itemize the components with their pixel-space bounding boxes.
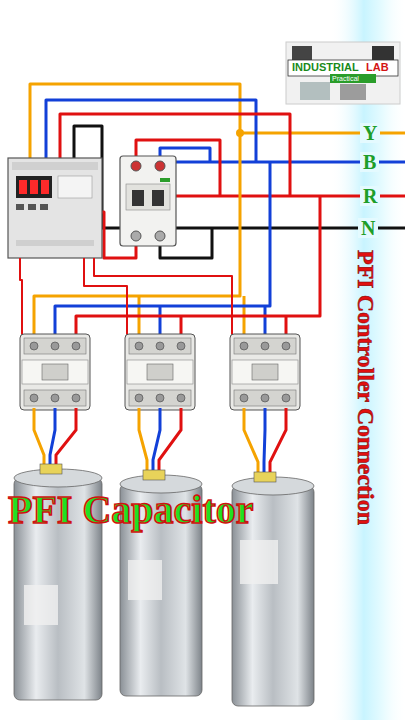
phase-label: N <box>358 218 378 238</box>
logo-text: INDUSTRIAL <box>292 62 359 73</box>
phase-label: Y <box>360 123 380 143</box>
glow-strip <box>330 0 405 720</box>
phase-label: R <box>360 186 380 206</box>
contactor-bus <box>20 133 320 368</box>
contactor <box>20 334 90 410</box>
pfi-controller <box>8 158 102 258</box>
contactor <box>125 334 195 410</box>
logo <box>286 42 400 104</box>
capacitor-label: PFI Capacitor <box>8 490 254 530</box>
capacitor-wires <box>34 408 286 476</box>
phase-label: B <box>360 152 379 172</box>
logo-text: LAB <box>366 62 389 73</box>
diagram-title: PFI Controller Connection <box>354 250 378 525</box>
contactor <box>230 334 300 410</box>
mcb-breaker <box>120 156 176 246</box>
logo-subtext: Practical <box>332 75 359 82</box>
